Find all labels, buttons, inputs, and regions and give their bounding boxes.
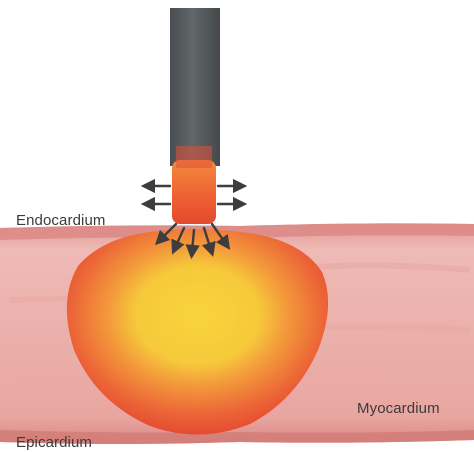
myocardium-label: Myocardium <box>357 400 440 417</box>
epicardium-label: Epicardium <box>16 434 92 451</box>
catheter-tip <box>172 160 216 224</box>
catheter-shaft <box>170 8 220 166</box>
endocardium-label: Endocardium <box>16 212 105 229</box>
